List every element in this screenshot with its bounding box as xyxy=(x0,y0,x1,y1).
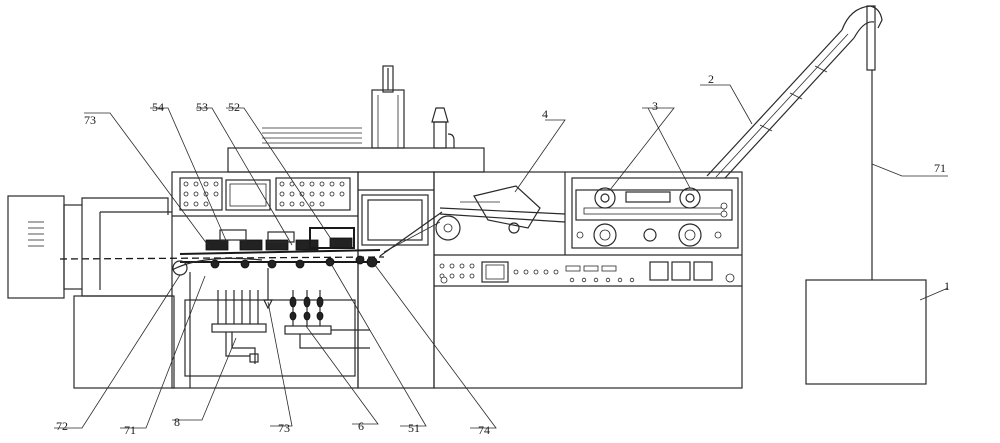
tension-device xyxy=(435,185,566,241)
label-73-bottom: 73 xyxy=(278,421,290,435)
leader-lines xyxy=(54,84,949,429)
label-54: 54 xyxy=(152,100,164,114)
label-73-top: 73 xyxy=(84,113,96,127)
label-4: 4 xyxy=(542,107,548,121)
control-panel-bottom xyxy=(439,261,735,284)
working-line xyxy=(59,211,443,310)
label-3: 3 xyxy=(652,99,658,113)
label-74: 74 xyxy=(478,423,490,437)
roller-assembly xyxy=(571,177,739,249)
label-71-bottom: 71 xyxy=(124,423,136,437)
piping-system xyxy=(189,272,370,388)
label-51: 51 xyxy=(408,421,420,435)
motor-unit xyxy=(7,195,172,299)
label-71-right: 71 xyxy=(934,161,946,175)
label-72: 72 xyxy=(56,419,68,433)
control-panel-left xyxy=(179,177,351,211)
label-6: 6 xyxy=(358,419,364,433)
label-53: 53 xyxy=(196,100,208,114)
label-2: 2 xyxy=(708,72,714,86)
conveyor-arm xyxy=(706,5,883,280)
top-structure xyxy=(227,65,485,173)
reference-labels: 73 54 53 52 4 3 2 71 1 72 71 8 73 6 51 7… xyxy=(56,72,950,437)
storage-box xyxy=(805,279,927,385)
label-1: 1 xyxy=(944,279,950,293)
display-monitor xyxy=(361,194,429,246)
label-8: 8 xyxy=(174,415,180,429)
label-52: 52 xyxy=(228,100,240,114)
